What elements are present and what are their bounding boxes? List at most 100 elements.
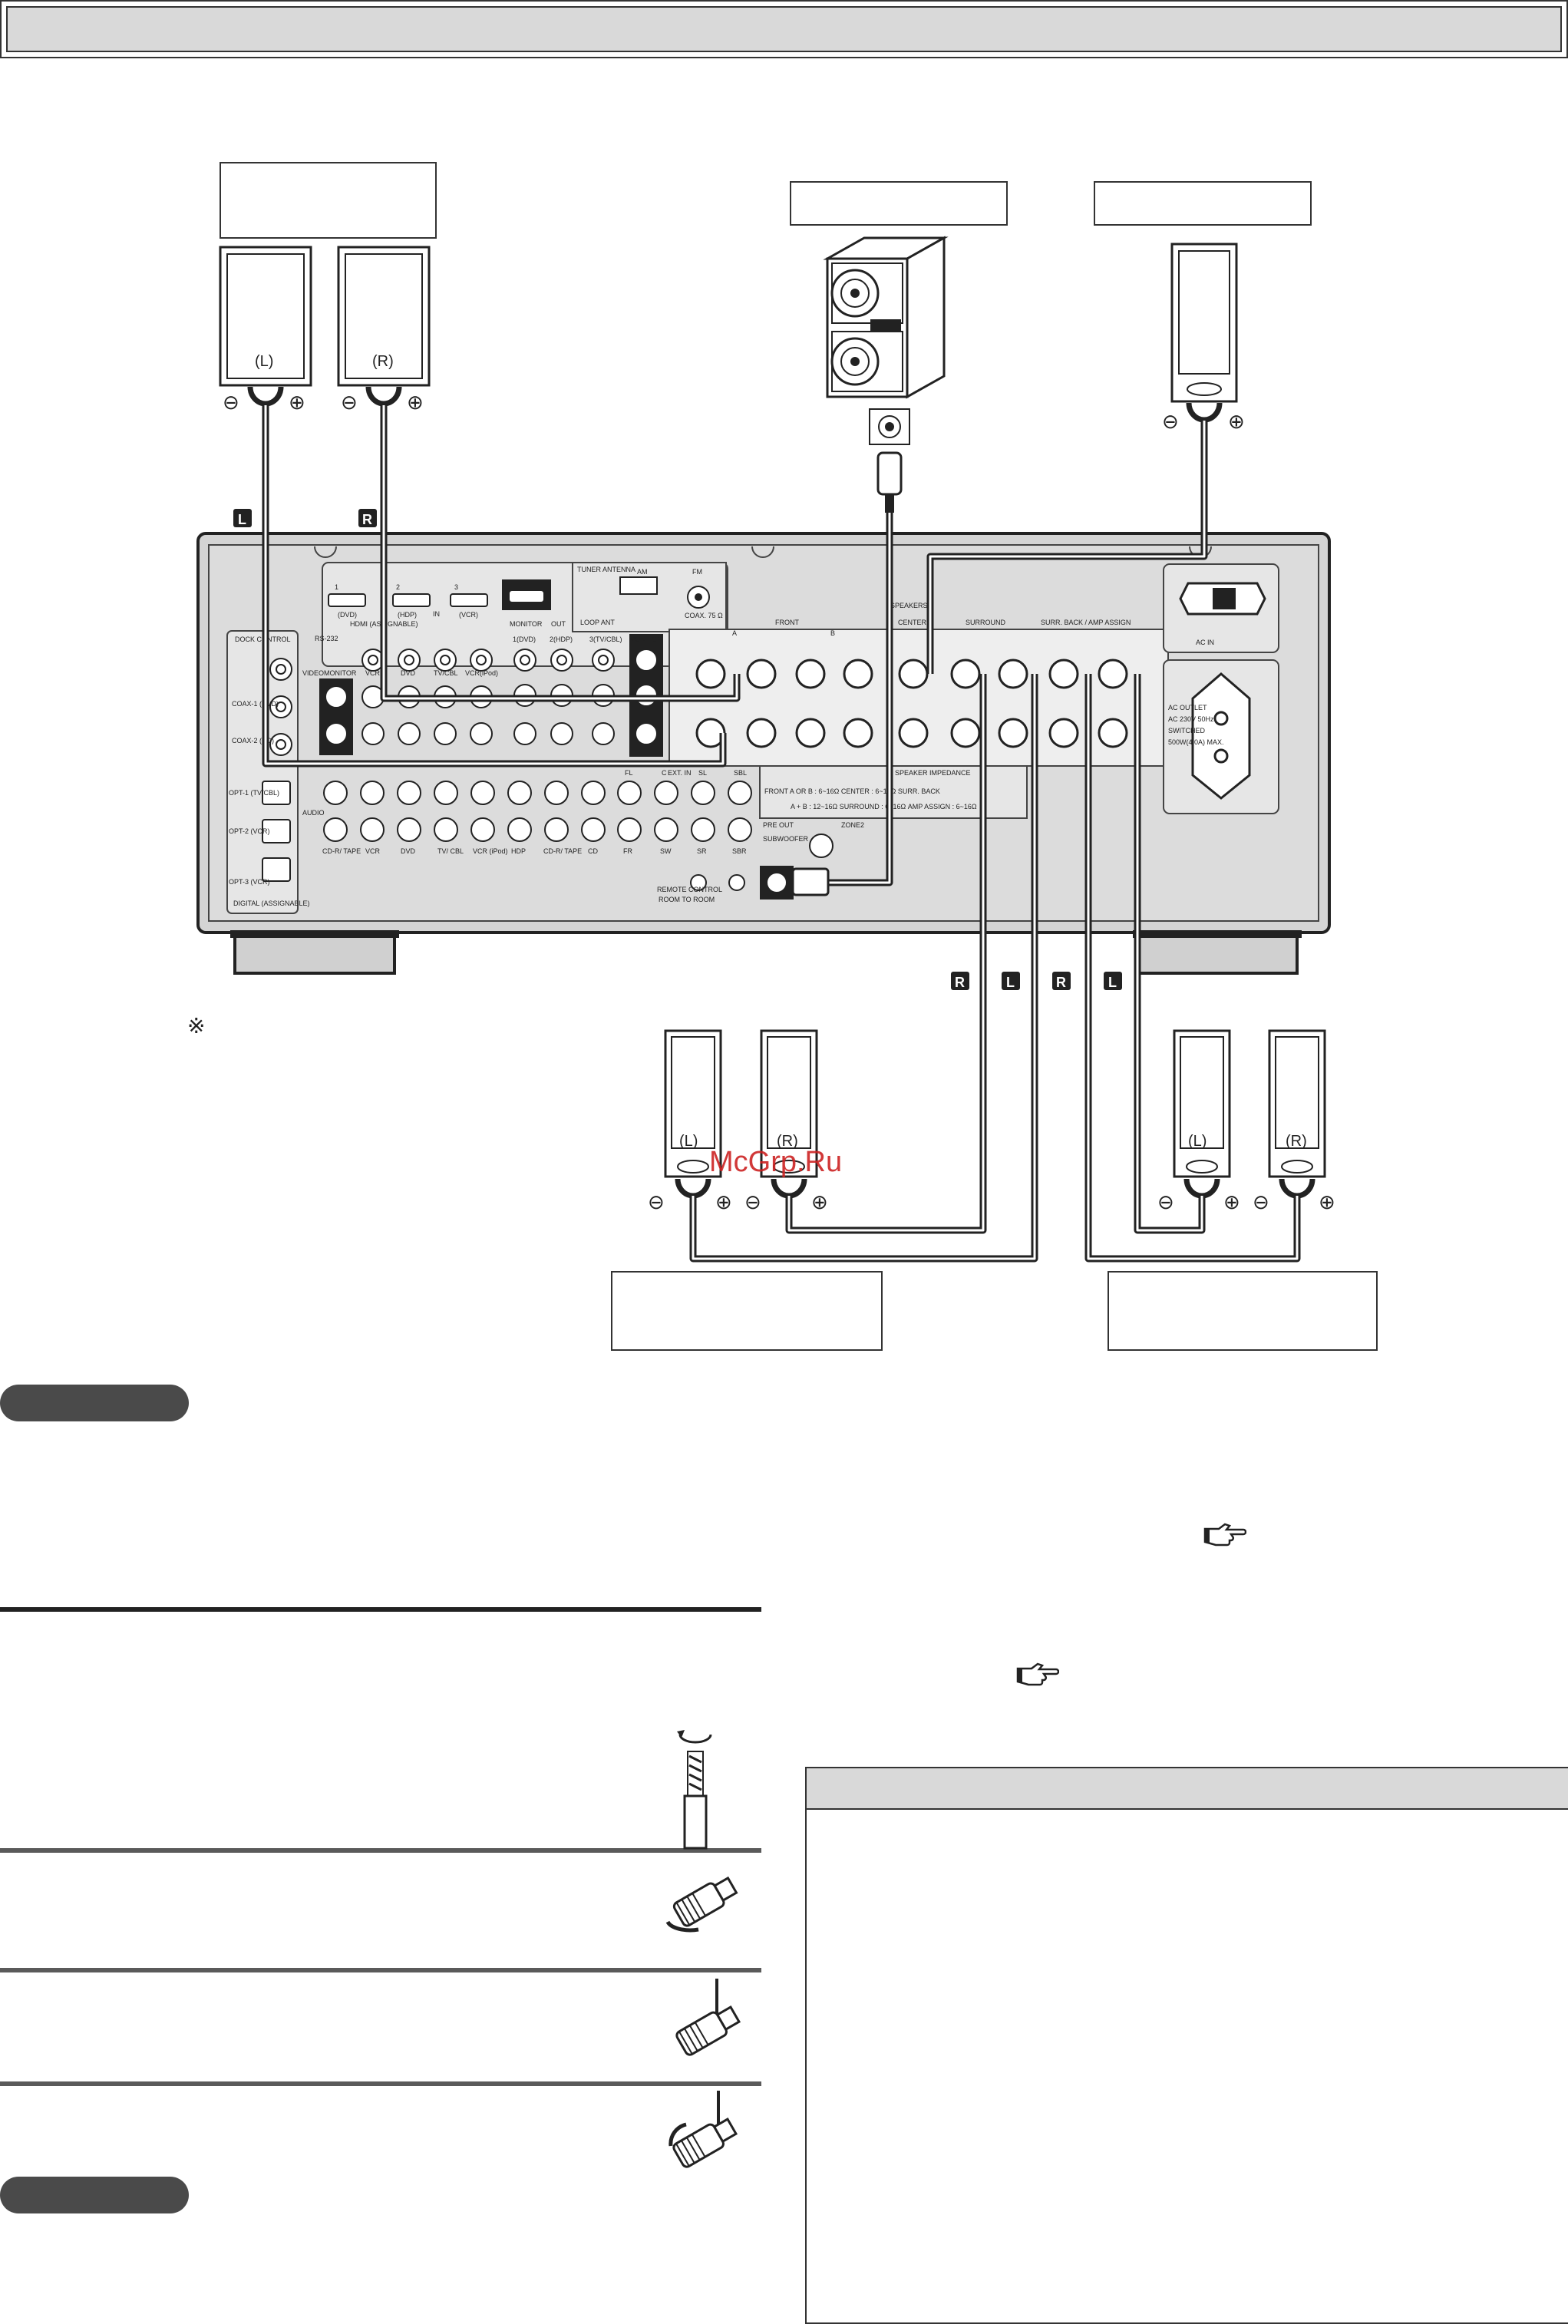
note-pill-top bbox=[0, 1385, 189, 1421]
surround-back-speaker-right-label: (R) bbox=[1286, 1133, 1307, 1150]
svg-text:⊖: ⊖ bbox=[1253, 1191, 1269, 1214]
audio-tv-label: TV/ CBL bbox=[437, 847, 464, 855]
component-monitor-label: MONITOR bbox=[629, 635, 662, 643]
insert-wire-icon bbox=[675, 1979, 741, 2056]
hdmi-vcr-label: (VCR) bbox=[459, 611, 478, 619]
speakers-label: SPEAKERS bbox=[890, 602, 928, 609]
ac-outlet-label: AC OUTLET bbox=[1168, 704, 1207, 711]
fm-label: FM bbox=[692, 568, 702, 576]
out-label: OUT bbox=[551, 620, 566, 628]
loosen-terminal-icon bbox=[665, 1876, 738, 1933]
svg-text:⊖: ⊖ bbox=[648, 1191, 665, 1214]
surround-back-speaker-left-label: (L) bbox=[1188, 1133, 1207, 1150]
ext-in-label: EXT. IN bbox=[668, 769, 692, 777]
surround-label: SURROUND bbox=[966, 619, 1006, 626]
fl-label: FL bbox=[625, 769, 633, 777]
sbr-label: SBR bbox=[732, 847, 747, 855]
audio-dvd-label: DVD bbox=[401, 847, 416, 855]
surround-back-speaker-right: (R) bbox=[1268, 1029, 1326, 1199]
front-b-speaker-label-box bbox=[220, 162, 437, 239]
b-mark-label: B bbox=[830, 629, 835, 637]
front-label: FRONT bbox=[775, 619, 799, 626]
tuner-antenna-label: TUNER ANTENNA bbox=[577, 566, 635, 573]
surround-back-speaker-label-box bbox=[1108, 1271, 1378, 1351]
surround-speaker-right: (R) bbox=[760, 1029, 818, 1199]
badge-surround-right: R bbox=[955, 975, 965, 990]
front-speaker-right-label: (R) bbox=[372, 353, 394, 370]
audio-label: AUDIO bbox=[302, 809, 325, 817]
step-divider-2 bbox=[0, 1968, 761, 1972]
loop-ant-label: LOOP ANT bbox=[580, 619, 615, 626]
badge-front-right: R bbox=[362, 512, 372, 527]
center-speaker: ⊖ ⊕ bbox=[1162, 243, 1245, 434]
max-power-label: 500W(4.0A) MAX. bbox=[1168, 738, 1224, 746]
surr-back-label: SURR. BACK / AMP ASSIGN bbox=[1041, 619, 1131, 626]
step-divider-3 bbox=[0, 2081, 761, 2086]
front-speaker-left: (L) bbox=[219, 246, 312, 407]
vcr-ipod-video-label: VCR(iPod) bbox=[465, 669, 498, 677]
front-speaker-right: (R) bbox=[337, 246, 431, 407]
monitor-label: MONITOR bbox=[510, 620, 543, 628]
svg-text:⊕: ⊕ bbox=[1319, 1191, 1335, 1214]
sr-label: SR bbox=[697, 847, 707, 855]
sl-label: SL bbox=[698, 769, 707, 777]
impedance-line1: FRONT A OR B : 6~16Ω CENTER : 6~16Ω SURR… bbox=[764, 787, 940, 795]
svg-text:⊖: ⊖ bbox=[744, 1191, 761, 1214]
zone2-label: ZONE2 bbox=[841, 821, 864, 829]
hdmi-dvd-label: (DVD) bbox=[338, 611, 357, 619]
coax1-label: COAX-1 (DVD) bbox=[232, 700, 279, 708]
svg-text:⊕: ⊕ bbox=[811, 1191, 828, 1214]
svg-text:⊕: ⊕ bbox=[715, 1191, 732, 1214]
svg-text:⊕: ⊕ bbox=[1228, 411, 1245, 434]
subwoofer-speaker bbox=[823, 236, 949, 513]
front-speaker-left-label: (L) bbox=[255, 353, 273, 370]
svg-text:⊖: ⊖ bbox=[341, 391, 358, 414]
room-to-room-label: ROOM TO ROOM bbox=[659, 896, 715, 903]
side-note-box bbox=[805, 1767, 1568, 2324]
switched-label: SWITCHED bbox=[1168, 727, 1205, 735]
speaker-impedance-label: SPEAKER IMPEDANCE bbox=[895, 769, 971, 777]
digital-label: DIGITAL (ASSIGNABLE) bbox=[233, 900, 310, 907]
surround-speaker-label-box bbox=[611, 1271, 883, 1351]
surround-speaker-right-label: (R) bbox=[777, 1133, 798, 1150]
fr-label: FR bbox=[623, 847, 632, 855]
rs232-label: RS-232 bbox=[315, 635, 338, 642]
sw-label: SW bbox=[660, 847, 672, 855]
ac-spec-label: AC 230V 50Hz bbox=[1168, 715, 1214, 723]
opt1-label: OPT-1 (TV/CBL) bbox=[229, 789, 279, 797]
dvd-video-label: DVD bbox=[401, 669, 416, 677]
impedance-line2: A + B : 12~16Ω SURROUND : 6~16Ω AMP ASSI… bbox=[791, 803, 977, 810]
hdmi-hdp-label: (HDP) bbox=[398, 611, 417, 619]
side-note-box-header bbox=[807, 1768, 1568, 1810]
opt3-label: OPT-3 (VCR) bbox=[229, 878, 270, 886]
ac-in-label: AC IN bbox=[1196, 639, 1214, 646]
badge-surround-back-right: R bbox=[1056, 975, 1066, 990]
channel-badges: L R R L R L bbox=[233, 509, 1122, 990]
subwoofer-jack-label: SUBWOOFER bbox=[763, 835, 809, 843]
hdmi-3-label: 3 bbox=[454, 583, 458, 591]
surround-speaker-left-label: (L) bbox=[679, 1133, 698, 1150]
section-heading-rule bbox=[0, 1607, 761, 1612]
center-speaker-label-box bbox=[1094, 181, 1312, 226]
vcr-video-label: VCR bbox=[365, 669, 381, 677]
audio-cd-label: CD bbox=[588, 847, 598, 855]
in-label: IN bbox=[433, 610, 440, 618]
svg-text:⊕: ⊕ bbox=[407, 391, 424, 414]
svg-text:⊖: ⊖ bbox=[1162, 411, 1179, 434]
surround-back-speaker-left: (L) bbox=[1173, 1029, 1231, 1199]
c-label: C bbox=[662, 769, 667, 777]
tvcbl-video-label: TV/CBL bbox=[434, 669, 458, 677]
video-label: VIDEO bbox=[302, 669, 324, 677]
coax-label: COAX. 75 Ω bbox=[685, 612, 723, 619]
component-1-label: 1(DVD) bbox=[513, 635, 536, 643]
receiver-rear-panel: TUNER ANTENNA AM FM COAX. 75 Ω LOOP ANT … bbox=[196, 532, 1331, 975]
a-mark-label: A bbox=[732, 629, 737, 637]
subwoofer-label-box bbox=[790, 181, 1008, 226]
twist-wire-icon bbox=[677, 1730, 712, 1850]
svg-text:⊕: ⊕ bbox=[1223, 1191, 1240, 1214]
badge-surround-back-left: L bbox=[1108, 975, 1117, 990]
surround-speaker-left: (L) bbox=[664, 1029, 722, 1199]
badge-surround-left: L bbox=[1006, 975, 1015, 990]
audio-cdr-label: CD-R/ TAPE bbox=[322, 847, 361, 855]
opt2-label: OPT-2 (VCR) bbox=[229, 827, 270, 835]
